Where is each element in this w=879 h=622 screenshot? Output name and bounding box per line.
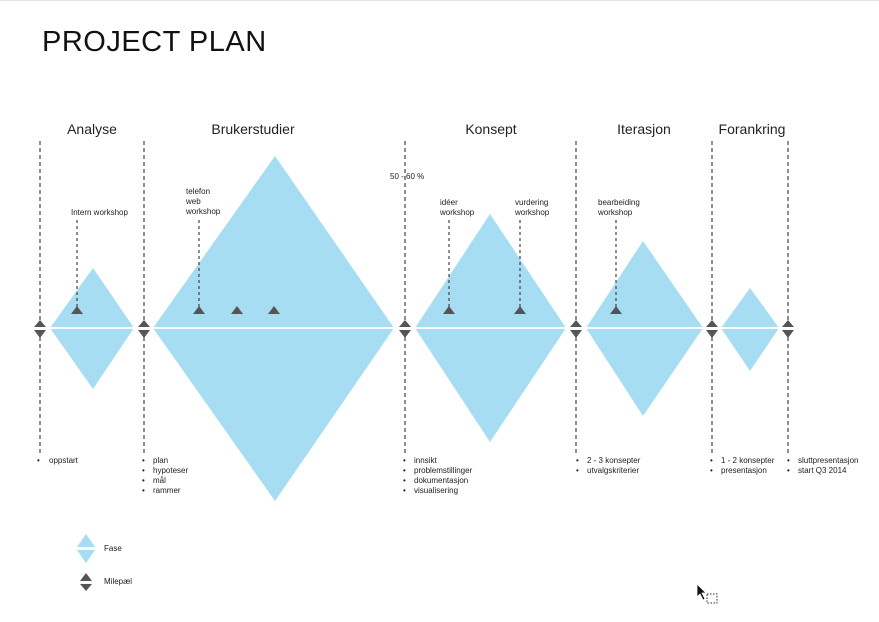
mouse-cursor-icon xyxy=(696,583,718,604)
milestone-marker-3 xyxy=(399,320,411,338)
legend: Fase Milepæl xyxy=(77,534,132,591)
legend-milepael-icon xyxy=(80,573,92,591)
legend-milepael-label: Milepæl xyxy=(104,577,132,586)
workshop-marker-1 xyxy=(71,306,83,314)
annotation-vurdering-workshop: vurdering workshop xyxy=(514,198,551,217)
milestone-markers xyxy=(34,320,794,338)
phase-label-brukerstudier: Brukerstudier xyxy=(211,121,295,137)
legend-fase-icon xyxy=(77,534,95,547)
top-border xyxy=(0,0,879,1)
milestone-marker-4 xyxy=(570,320,582,338)
phase-label-konsept: Konsept xyxy=(465,121,516,137)
milestone-marker-1 xyxy=(34,320,46,338)
bullets-konsept: •innsikt •problemstillinger •dokumentasj… xyxy=(403,456,474,495)
bullets-end: •sluttpresentasjon •start Q3 2014 xyxy=(787,456,861,475)
bullets-brukerstudier: •plan •hypoteser •mål •rammer xyxy=(142,456,190,495)
milestone-lines xyxy=(39,141,789,456)
diamond-forankring xyxy=(721,288,779,371)
bullets-forankring: •1 - 2 konsepter •presentasjon xyxy=(710,456,777,475)
phase-label-analyse: Analyse xyxy=(67,121,117,137)
milestone-marker-6 xyxy=(782,320,794,338)
annotation-telefon-web-workshop: telefon web workshop xyxy=(185,187,221,216)
annotation-intern-workshop: Intern workshop xyxy=(71,208,128,217)
bullets-iterasjon: •2 - 3 konsepter •utvalgskriterier xyxy=(576,456,643,475)
annotation-ideer-workshop: idéer workshop xyxy=(439,198,475,217)
phase-label-forankring: Forankring xyxy=(719,121,786,137)
milestone-marker-2 xyxy=(138,320,150,338)
legend-fase-label: Fase xyxy=(104,544,122,553)
workshop-marker-4 xyxy=(268,306,280,314)
annotation-bearbeiding-workshop: bearbeiding workshop xyxy=(597,198,642,217)
phase-label-iterasjon: Iterasjon xyxy=(617,121,671,137)
workshop-marker-2 xyxy=(193,306,205,314)
workshop-markers xyxy=(71,306,622,314)
workshop-marker-5 xyxy=(443,306,455,314)
workshop-marker-6 xyxy=(514,306,526,314)
page-title: PROJECT PLAN xyxy=(42,26,267,58)
milestone-marker-5 xyxy=(706,320,718,338)
percent-note: 50 - 60 % xyxy=(390,172,424,181)
legend-fase-icon-bottom xyxy=(77,550,95,563)
workshop-marker-3 xyxy=(231,306,243,314)
bullets-analyse: •oppstart xyxy=(37,456,79,465)
workshop-pointers xyxy=(76,220,617,307)
workshop-marker-7 xyxy=(610,306,622,314)
